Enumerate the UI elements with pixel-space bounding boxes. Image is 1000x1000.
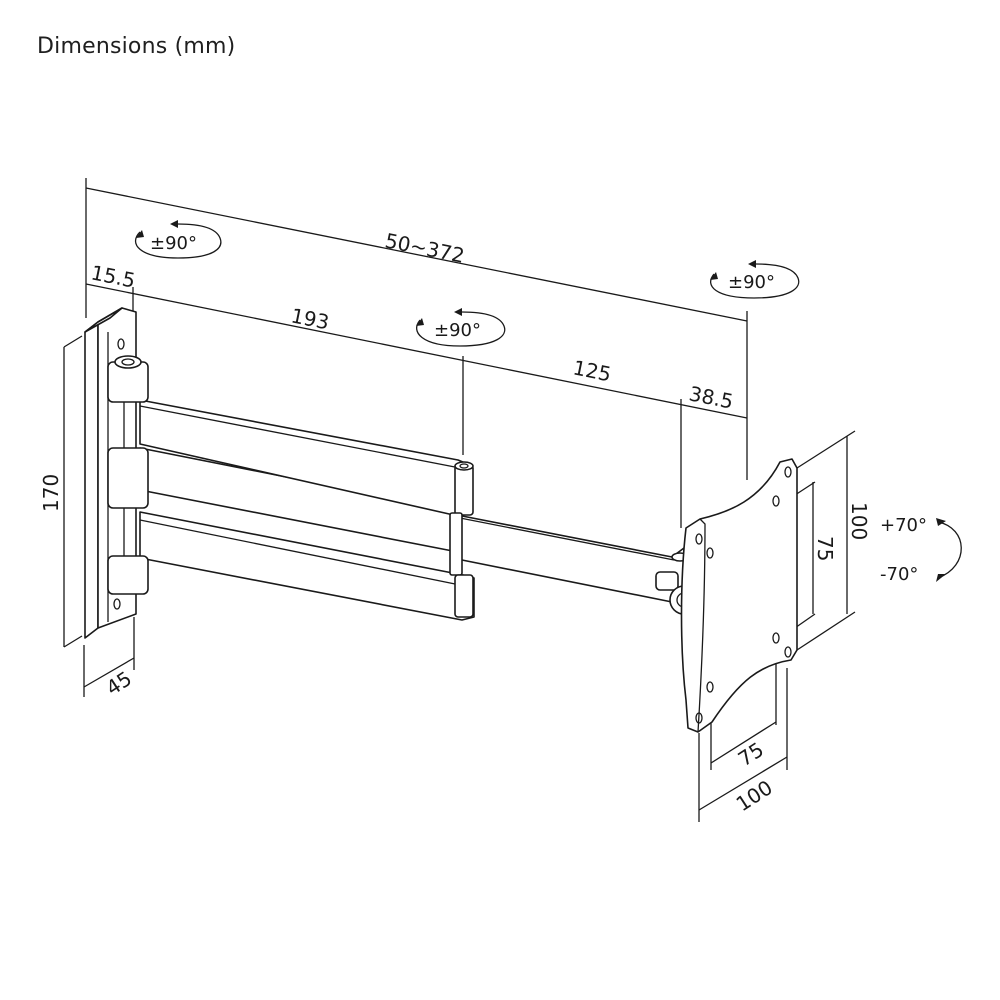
rotation-tilt: +70° -70°	[880, 515, 962, 585]
dimension-lines	[63, 178, 856, 822]
svg-text:±90°: ±90°	[728, 272, 775, 293]
rotation-wall-swivel: ±90°	[134, 220, 222, 259]
vesa-hole	[706, 547, 714, 559]
vesa-hole	[695, 533, 703, 545]
dim-wall-plate-height: 170	[39, 474, 63, 512]
dim-arm1-length: 193	[289, 303, 331, 334]
rotation-middle-swivel: ±90°	[416, 308, 506, 347]
dim-total-reach: 50~372	[383, 228, 467, 267]
dim-vesa-vertical-inner: 75	[813, 536, 837, 561]
vesa-hole	[784, 466, 792, 478]
dim-wall-plate-width: 45	[102, 666, 136, 700]
rotate-arrow-icon	[416, 311, 506, 347]
vesa-hole	[772, 495, 780, 507]
vesa-hole	[784, 646, 792, 658]
svg-text:±90°: ±90°	[434, 320, 481, 341]
svg-text:+70°: +70°	[880, 515, 927, 536]
tilt-arrow-icon	[937, 521, 962, 579]
dim-vesa-horizontal-outer: 100	[732, 775, 777, 816]
vesa-hole	[772, 632, 780, 644]
dim-vesa-horizontal-inner: 75	[734, 737, 768, 771]
rotate-arrow-icon	[710, 263, 800, 299]
rotate-arrow-icon	[134, 223, 222, 259]
svg-text:±90°: ±90°	[150, 233, 197, 254]
vesa-plate	[680, 458, 798, 733]
svg-text:-70°: -70°	[880, 564, 918, 585]
vesa-hole	[706, 681, 714, 693]
dim-vesa-vertical-outer: 100	[847, 502, 871, 540]
dim-plate-offset: 15.5	[89, 260, 137, 292]
rotation-head-swivel: ±90°	[710, 260, 800, 299]
wall-hinges	[107, 355, 149, 595]
diagram-title: Dimensions (mm)	[37, 34, 236, 59]
vesa-hole	[695, 712, 703, 724]
dim-arm2-length: 125	[571, 355, 613, 386]
arm-segments	[139, 399, 685, 621]
dim-head-offset: 38.5	[687, 381, 735, 413]
